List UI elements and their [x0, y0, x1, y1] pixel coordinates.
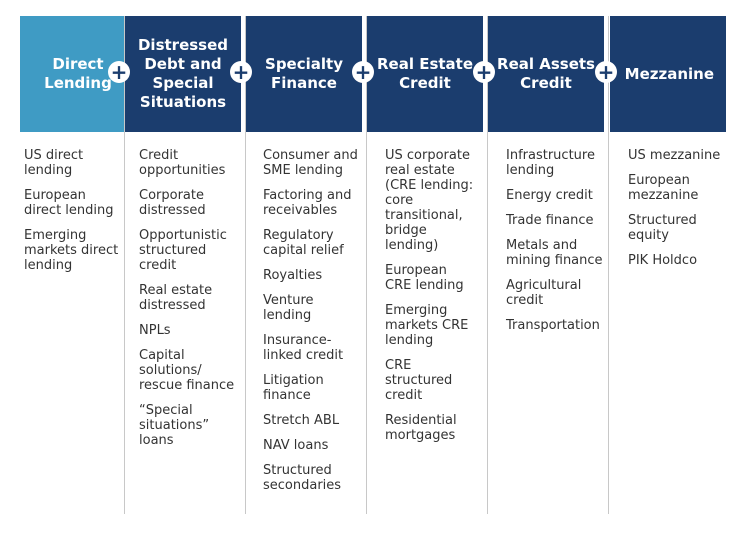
list-item: US direct lending	[24, 148, 84, 178]
column-divider	[245, 16, 246, 514]
list-item: Regulatory capital relief	[263, 228, 344, 258]
list-item: Emerging markets CRE lending	[385, 303, 469, 348]
list-item: NAV loans	[263, 438, 329, 453]
list-item: Metals and mining finance	[506, 238, 603, 268]
list-item: Credit opportunities	[139, 148, 226, 178]
column-direct-lending: Direct Lending US direct lending Europea…	[20, 16, 136, 283]
column-header: Mezzanine	[610, 16, 726, 132]
list-item: Capital solutions/ rescue finance	[139, 348, 235, 393]
list-item: Emerging markets direct lending	[24, 228, 119, 273]
plus-icon: +	[595, 61, 617, 83]
list-item: Transportation	[506, 318, 600, 333]
list-item: US mezzanine	[628, 148, 721, 163]
list-item: CRE structured credit	[385, 358, 453, 403]
list-item: Corporate distressed	[139, 188, 206, 218]
list-item: Energy credit	[506, 188, 593, 203]
column-header: Specialty Finance	[246, 16, 362, 132]
list-item: Structured equity	[628, 213, 697, 243]
list-item: Stretch ABL	[263, 413, 340, 428]
list-item: European direct lending	[24, 188, 114, 218]
list-item: US corporate real estate (CRE lending: c…	[385, 148, 474, 253]
list-item: PIK Holdco	[628, 253, 698, 268]
list-item: Agricultural credit	[506, 278, 582, 308]
column-divider	[124, 16, 125, 514]
column-mezzanine: Mezzanine US mezzanine European mezzanin…	[610, 16, 726, 278]
list-item: NPLs	[139, 323, 171, 338]
plus-icon: +	[230, 61, 252, 83]
column-real-estate-credit: Real Estate Credit US corporate real est…	[367, 16, 483, 453]
column-divider	[608, 16, 609, 514]
column-distressed-debt: Distressed Debt and Special Situations C…	[125, 16, 241, 458]
list-item: Litigation finance	[263, 373, 324, 403]
list-item: European mezzanine	[628, 173, 699, 203]
column-real-assets-credit: Real Assets Credit Infrastructure lendin…	[488, 16, 604, 343]
list-item: Royalties	[263, 268, 323, 283]
list-item: Structured secondaries	[263, 463, 342, 493]
plus-icon: +	[473, 61, 495, 83]
list-item: Venture lending	[263, 293, 314, 323]
list-item: Insurance-linked credit	[263, 333, 344, 363]
column-divider	[366, 16, 367, 514]
plus-icon: +	[108, 61, 130, 83]
list-item: Opportunistic structured credit	[139, 228, 227, 273]
list-item: Residential mortgages	[385, 413, 457, 443]
list-item: Factoring and receivables	[263, 188, 352, 218]
plus-icon: +	[352, 61, 374, 83]
list-item: “Special situations” loans	[139, 403, 210, 448]
column-header: Real Estate Credit	[367, 16, 483, 132]
list-item: Infrastructure lending	[506, 148, 595, 178]
column-divider	[487, 16, 488, 514]
list-item: Consumer and SME lending	[263, 148, 358, 178]
column-specialty-finance: Specialty Finance Consumer and SME lendi…	[246, 16, 362, 503]
list-item: European CRE lending	[385, 263, 464, 293]
list-item: Real estate distressed	[139, 283, 213, 313]
column-header: Distressed Debt and Special Situations	[125, 16, 241, 132]
column-header: Real Assets Credit	[488, 16, 604, 132]
list-item: Trade finance	[506, 213, 594, 228]
